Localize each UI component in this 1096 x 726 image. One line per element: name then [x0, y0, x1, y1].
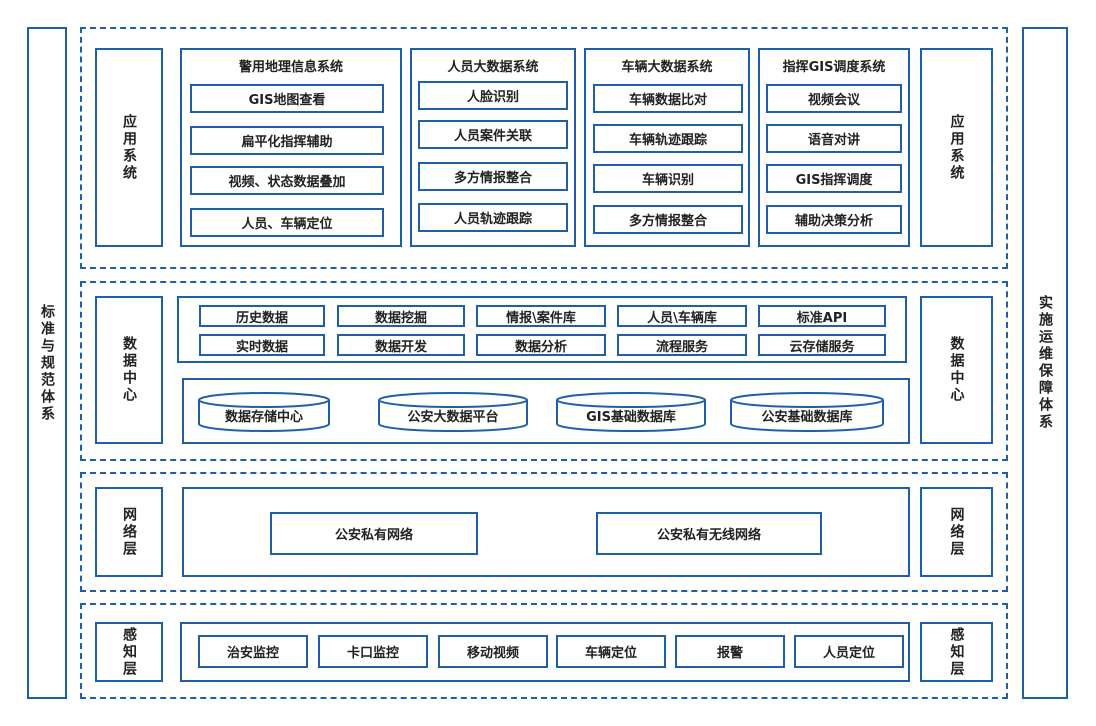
data-service: 数据开发 [337, 334, 465, 356]
system-command-gis-title: 指挥GIS调度系统 [782, 60, 886, 75]
data-layer [80, 281, 1008, 461]
sense-item: 人员定位 [794, 635, 904, 668]
database-icon [198, 392, 330, 432]
sense-layer-label-right: 感知层 [920, 622, 993, 682]
database-icon [556, 392, 706, 432]
app-item: 车辆轨迹跟踪 [593, 124, 743, 153]
standards-label: 标准与规范体系 [39, 303, 55, 423]
network-layer-label-right: 网络层 [920, 487, 993, 577]
sense-item: 移动视频 [438, 635, 548, 668]
app-item: 人员案件关联 [418, 120, 568, 149]
data-service: 历史数据 [199, 305, 325, 327]
data-service: 标准API [758, 305, 886, 327]
sense-item: 报警 [675, 635, 785, 668]
sense-layer-label-right-text: 感知层 [948, 626, 965, 678]
app-item: GIS地图查看 [190, 84, 384, 113]
app-item: 车辆数据比对 [593, 84, 743, 113]
store-cylinder: 公安大数据平台 [378, 392, 528, 432]
data-service: 人员\车辆库 [617, 305, 747, 327]
app-item: GIS指挥调度 [766, 164, 902, 193]
app-item: 辅助决策分析 [766, 205, 902, 234]
app-item: 多方情报整合 [418, 162, 568, 191]
store-cylinder: 数据存储中心 [198, 392, 330, 432]
app-item: 视频会议 [766, 84, 902, 113]
data-service: 数据分析 [476, 334, 606, 356]
store-label: GIS基础数据库 [586, 410, 676, 425]
sense-item: 车辆定位 [556, 635, 666, 668]
app-item: 人脸识别 [418, 81, 568, 110]
app-layer-label-left-text: 应用系统 [121, 113, 137, 182]
data-layer-label-right: 数据中心 [920, 296, 993, 444]
app-item: 人员、车辆定位 [190, 208, 384, 237]
data-service: 云存储服务 [758, 334, 886, 356]
store-label: 数据存储中心 [224, 410, 303, 425]
data-service: 情报\案件库 [476, 305, 606, 327]
store-label: 公安大数据平台 [407, 410, 499, 425]
store-cylinder: GIS基础数据库 [556, 392, 706, 432]
sense-layer [80, 603, 1008, 699]
system-police-gis-title: 警用地理信息系统 [238, 60, 343, 75]
sense-layer-label-left-text: 感知层 [121, 626, 137, 678]
app-item: 视频、状态数据叠加 [190, 166, 384, 195]
network-layer-label-left-text: 网络层 [121, 506, 137, 558]
store-label: 公安基础数据库 [761, 410, 853, 425]
app-item: 车辆识别 [593, 164, 743, 193]
network-layer-label-right-text: 网络层 [948, 506, 965, 558]
operations-label: 实施运维保障体系 [1037, 295, 1053, 431]
data-service: 数据挖掘 [337, 305, 465, 327]
app-item: 扁平化指挥辅助 [190, 126, 384, 155]
app-layer-label-left: 应用系统 [95, 48, 163, 247]
network-layer [80, 472, 1008, 592]
data-layer-label-left: 数据中心 [95, 296, 163, 444]
app-layer-label-right: 应用系统 [920, 48, 993, 247]
sense-item: 卡口监控 [318, 635, 428, 668]
app-item: 语音对讲 [766, 124, 902, 153]
system-person-bigdata-title: 人员大数据系统 [447, 60, 539, 75]
app-item: 多方情报整合 [593, 205, 743, 234]
network-item: 公安私有网络 [270, 512, 478, 555]
sense-item: 治安监控 [198, 635, 308, 668]
standards-column: 标准与规范体系 [27, 27, 67, 699]
system-vehicle-bigdata-title: 车辆大数据系统 [621, 60, 713, 75]
sense-layer-label-left: 感知层 [95, 622, 163, 682]
app-layer-label-right-text: 应用系统 [948, 113, 965, 182]
app-layer [80, 27, 1008, 269]
data-service: 流程服务 [617, 334, 747, 356]
operations-column: 实施运维保障体系 [1022, 27, 1068, 699]
network-item: 公安私有无线网络 [596, 512, 822, 555]
data-layer-label-left-text: 数据中心 [121, 336, 137, 404]
app-item: 人员轨迹跟踪 [418, 203, 568, 232]
network-layer-label-left: 网络层 [95, 487, 163, 577]
data-layer-label-right-text: 数据中心 [948, 336, 965, 404]
store-cylinder: 公安基础数据库 [730, 392, 884, 432]
data-service: 实时数据 [199, 334, 325, 356]
database-icon [378, 392, 528, 432]
database-icon [730, 392, 884, 432]
